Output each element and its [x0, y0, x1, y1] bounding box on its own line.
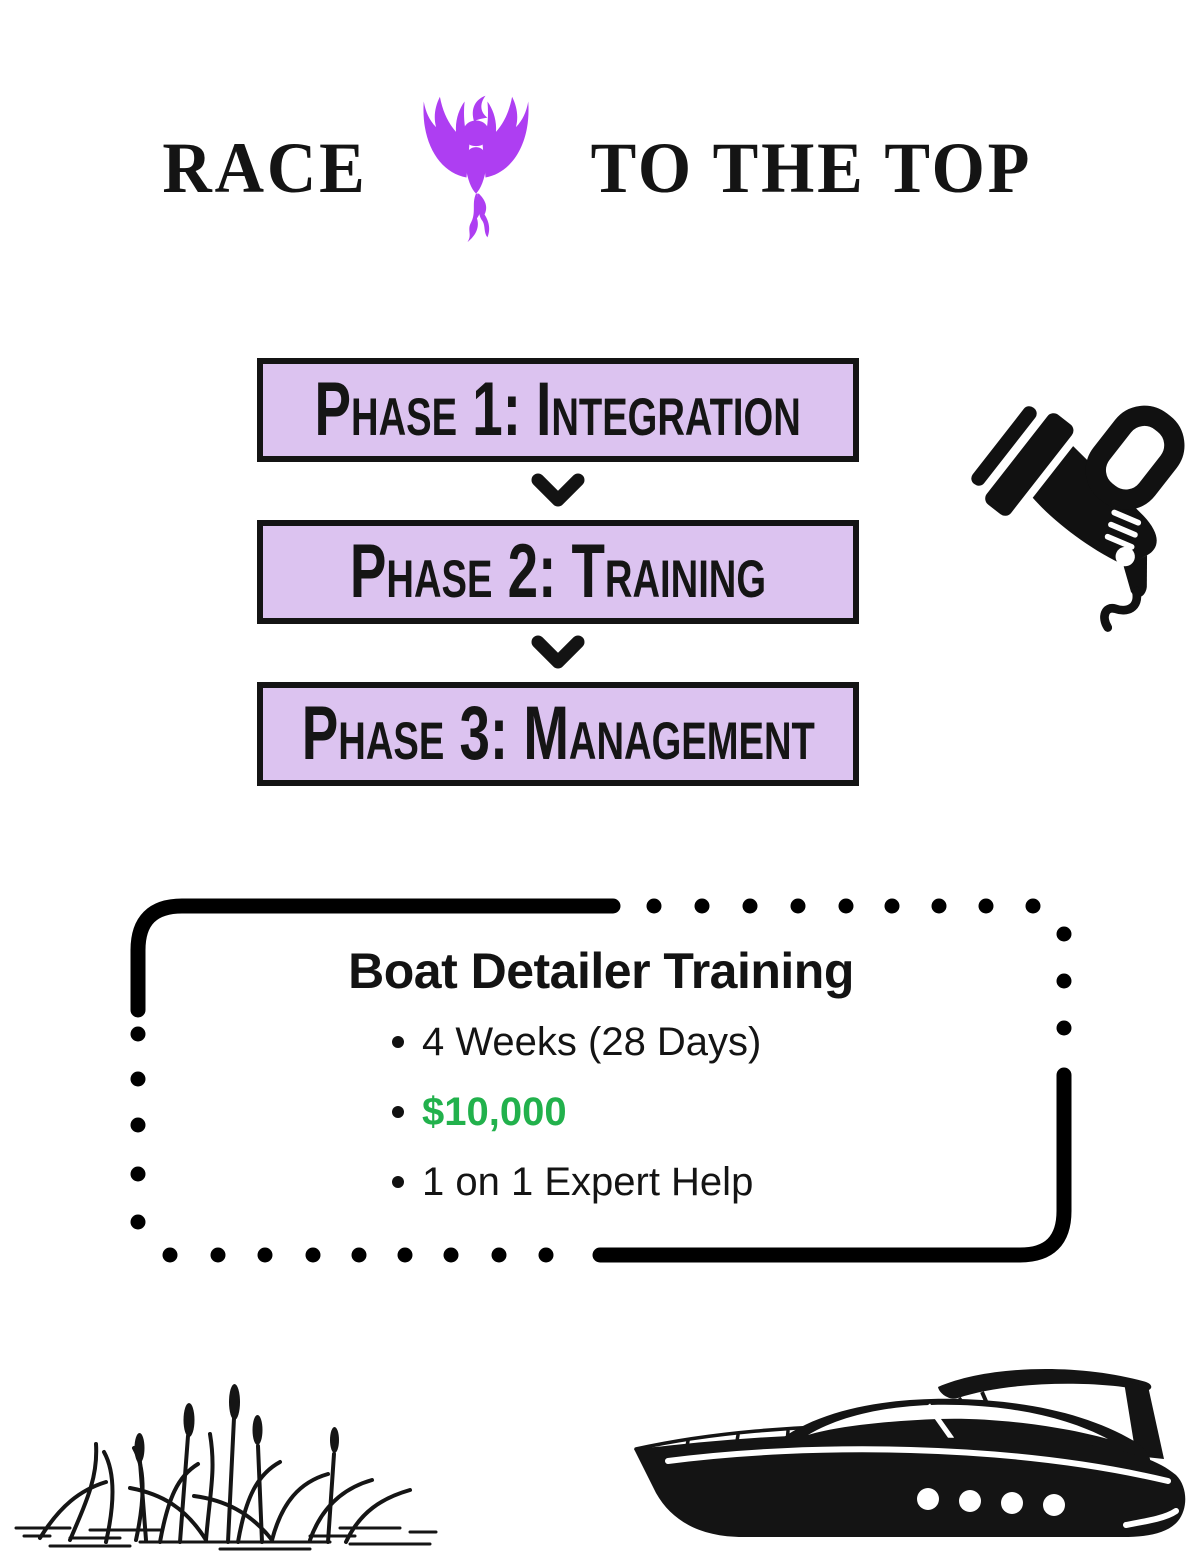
- chevron-down-icon: [531, 473, 585, 507]
- phase-step-2-label: Phase 2: Training: [349, 529, 767, 614]
- phase-step-1-label: Phase 1: Integration: [314, 367, 802, 452]
- brand-header: RACE TO TH: [0, 92, 1200, 244]
- bullet-price-text: $10,000: [422, 1090, 567, 1134]
- bullet-support: 1 on 1 Expert Help: [392, 1158, 1072, 1206]
- phase-flow: Phase 1: Integration Phase 2: Training P…: [257, 358, 859, 786]
- phase-step-3: Phase 3: Management: [257, 682, 859, 786]
- bullet-duration-text: 4 Weeks (28 Days): [422, 1020, 762, 1064]
- bullet-marker: [392, 1176, 404, 1188]
- bullet-marker: [392, 1106, 404, 1118]
- training-card: Boat Detailer Training 4 Weeks (28 Days)…: [130, 898, 1072, 1264]
- chevron-down-icon: [531, 635, 585, 669]
- brand-title-right: TO THE TOP: [590, 127, 1032, 208]
- bullet-support-text: 1 on 1 Expert Help: [422, 1160, 754, 1204]
- brand-title-left: RACE: [161, 127, 368, 208]
- phase-step-2: Phase 2: Training: [257, 520, 859, 624]
- phoenix-icon: [423, 95, 529, 243]
- reeds-grass-icon: [14, 1384, 438, 1551]
- yacht-icon: [634, 1369, 1186, 1537]
- bullet-marker: [392, 1036, 404, 1048]
- card-border-decoration: [130, 898, 1072, 1263]
- phase-step-1: Phase 1: Integration: [257, 358, 859, 462]
- card-bullet-list: 4 Weeks (28 Days) $10,000 1 on 1 Expert …: [392, 1018, 1072, 1206]
- bullet-duration: 4 Weeks (28 Days): [392, 1018, 1072, 1066]
- polisher-icon: [971, 405, 1185, 632]
- phase-step-3-label: Phase 3: Management: [301, 691, 815, 776]
- bullet-price: $10,000: [392, 1088, 1072, 1136]
- card-title: Boat Detailer Training: [348, 943, 854, 999]
